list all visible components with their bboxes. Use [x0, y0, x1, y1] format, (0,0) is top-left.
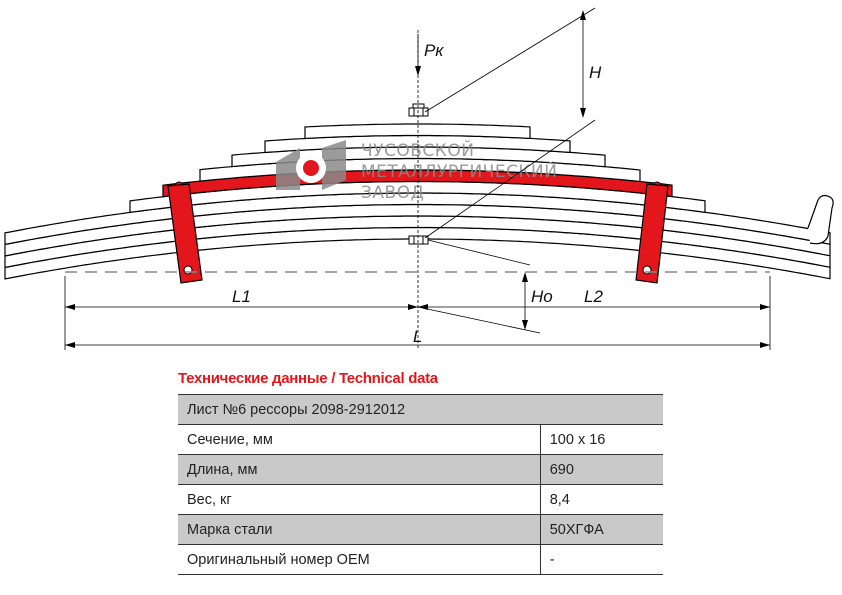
row-label: Вес, кг	[178, 484, 541, 515]
table-title: Технические данные / Technical data	[178, 370, 438, 387]
row-label: Длина, мм	[178, 454, 541, 485]
l1-label: L1	[232, 287, 251, 306]
svg-text:ЗАВОД: ЗАВОД	[361, 183, 424, 203]
company-logo: ЧУСОВСКОЙ МЕТАЛЛУРГИЧЕСКИЙ ЗАВОД	[276, 139, 557, 203]
technical-data-table: Лист №6 рессоры 2098-2912012 Сечение, мм…	[178, 394, 663, 575]
dimension-arrows	[65, 10, 770, 348]
svg-text:ЧУСОВСКОЙ: ЧУСОВСКОЙ	[361, 139, 474, 161]
height-label: H	[589, 63, 602, 82]
row-value: 8,4	[539, 484, 663, 515]
ho-label: Ho	[531, 287, 553, 306]
left-clamp	[167, 181, 203, 284]
l2-label: L2	[584, 287, 603, 306]
leaf-spring-drawing: ЧУСОВСКОЙ МЕТАЛЛУРГИЧЕСКИЙ ЗАВОД	[4, 7, 834, 350]
svg-text:МЕТАЛЛУРГИЧЕСКИЙ: МЕТАЛЛУРГИЧЕСКИЙ	[361, 160, 557, 182]
table-header-row: Лист №6 рессоры 2098-2912012	[178, 394, 663, 425]
row-value: 50ХГФА	[539, 514, 663, 545]
l-label: L	[413, 327, 422, 346]
spring-leaf	[304, 123, 531, 140]
row-value: -	[539, 544, 663, 575]
row-label: Сечение, мм	[178, 424, 541, 455]
row-value: 690	[539, 454, 663, 485]
center-bolt	[408, 103, 429, 245]
row-label: Марка стали	[178, 514, 541, 545]
table-row: Оригинальный номер OEM-	[178, 544, 663, 575]
right-clamp	[635, 181, 669, 284]
row-value: 100 x 16	[539, 424, 663, 455]
load-label: Pк	[424, 41, 444, 60]
row-label: Оригинальный номер OEM	[178, 544, 541, 575]
part-name: Лист №6 рессоры 2098-2912012	[178, 394, 663, 425]
spring-eye-hook	[807, 194, 834, 245]
